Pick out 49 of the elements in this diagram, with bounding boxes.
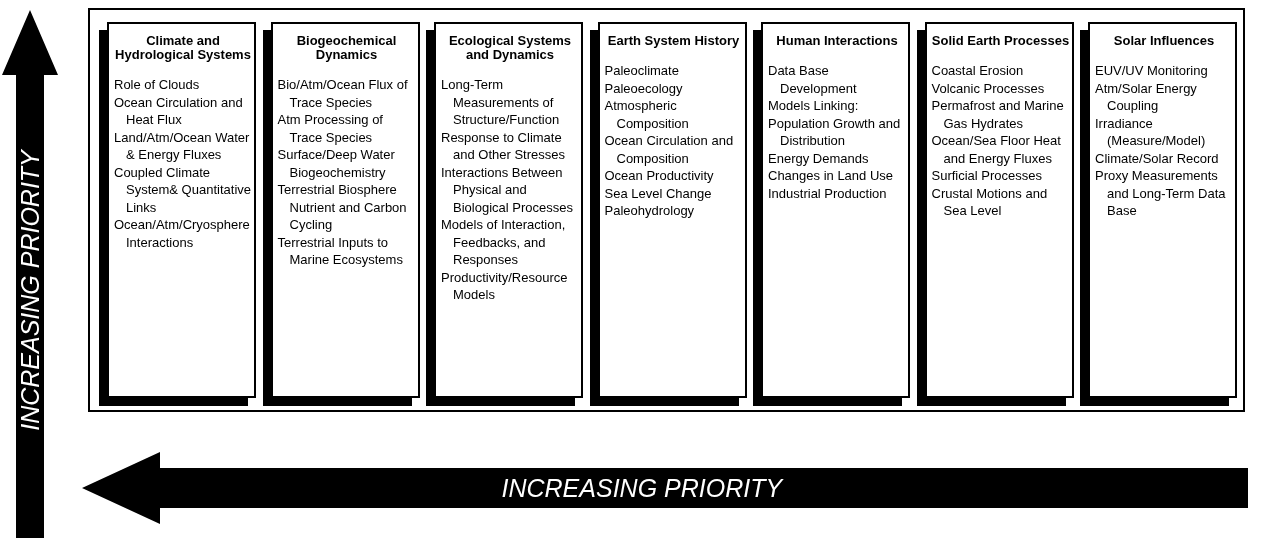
topic-item: Permafrost and Marine Gas Hydrates — [931, 97, 1065, 132]
topic-item: Ocean/Atm/Cryosphere Interactions — [114, 216, 251, 251]
topic-item: Role of Clouds — [114, 76, 201, 94]
topic-item: Ocean/Sea Floor Heat and Energy Fluxes — [931, 132, 1062, 167]
topic-item: Sea Level Change — [604, 184, 713, 202]
topic-item: Atmospheric Composition — [604, 97, 690, 132]
column-heading: Solar Influences — [1112, 34, 1216, 48]
topic-item: Surficial Processes — [931, 167, 1044, 185]
topic-item: Ocean Productivity — [604, 167, 715, 185]
topic-item: Ocean Circulation and Composition — [604, 132, 735, 167]
column-heading: Human Interactions — [775, 34, 899, 48]
topic-item: Climate/Solar Record — [1095, 149, 1220, 167]
topic-item: Coupled Climate System& Quantitative Links — [114, 163, 252, 216]
topic-item: Land/Atm/Ocean Water & Energy Fluxes — [114, 128, 251, 164]
topic-item: Models of Interaction, Feedbacks, and Responses — [441, 216, 567, 269]
topic-item: Irradiance (Measure/Model) — [1095, 114, 1207, 150]
axis-label: INCREASING PRIORITY — [501, 473, 783, 503]
topic-item: Bio/Atm/Ocean Flux of Trace Species — [277, 76, 409, 111]
topic-item: Models Linking: — [768, 97, 860, 115]
topic-item: Productivity/Resource Models — [441, 268, 569, 304]
topic-item: Terrestrial Biosphere Nutrient and Carbon Cycling — [277, 181, 408, 234]
topic-item: Industrial Production — [768, 184, 888, 202]
column-heading: Earth System History — [606, 34, 741, 48]
column-heading: Climate and Hydrological Systems — [114, 34, 252, 62]
topic-item: Surface/Deep Water Biogeochemistry — [277, 146, 396, 181]
topic-item: Energy Demands — [768, 149, 870, 167]
topic-item: Changes in Land Use — [768, 167, 895, 185]
axis-label: INCREASING PRIORITY — [15, 149, 45, 431]
topic-item: Terrestrial Inputs to Marine Ecosystems — [277, 233, 404, 269]
column-heading: Solid Earth Processes — [931, 34, 1070, 48]
topic-item: Population Growth and Distribution — [768, 114, 902, 150]
topic-item: Paleoecology — [604, 79, 684, 97]
topic-item: Interactions Between Physical and Biological Processes — [441, 163, 574, 216]
topic-item: Volcanic Processes — [931, 79, 1046, 97]
topic-item: Atm Processing of Trace Species — [277, 111, 384, 146]
topic-item: Atm/Solar Energy Coupling — [1095, 79, 1198, 115]
topic-item: Response to Climate and Other Stresses — [441, 128, 566, 164]
column-heading: Ecological Systems and Dynamics — [447, 34, 573, 62]
topic-item: Paleoclimate — [604, 62, 680, 80]
topic-item: Paleohydrology — [604, 202, 696, 220]
topic-item: Long-Term Measurements of Structure/Function — [441, 76, 561, 129]
frame-box — [88, 8, 1245, 412]
topic-item: EUV/UV Monitoring — [1095, 62, 1209, 80]
topic-item: Crustal Motions and Sea Level — [931, 184, 1049, 220]
topic-item: Data Base Development — [768, 62, 858, 97]
topic-item: Proxy Measurements and Long-Term Data Base — [1095, 167, 1227, 220]
column-heading: Biogeochemical Dynamics — [295, 34, 398, 62]
topic-item: Coastal Erosion — [931, 62, 1025, 80]
topic-item: Ocean Circulation and Heat Flux — [114, 93, 244, 129]
